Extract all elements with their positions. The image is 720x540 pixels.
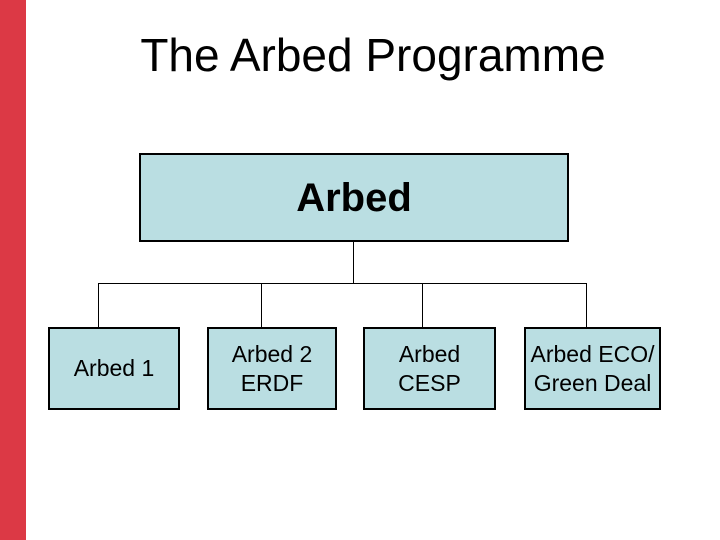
org-box-label-line: Arbed 2 [231, 340, 313, 367]
slide-title: The Arbed Programme [140, 29, 606, 81]
connector-drop-arbed-2 [261, 283, 262, 327]
connector-rail [98, 283, 587, 284]
org-box-label-line: Arbed ECO/ [530, 340, 655, 367]
connector-drop-arbed-1 [98, 283, 99, 327]
slide-accent-bar [0, 0, 26, 540]
org-box-root-label: Arbed [296, 175, 412, 220]
connector-drop-cesp [422, 283, 423, 327]
org-box-label-line: Green Deal [533, 369, 652, 396]
org-box-arbed-2-erdf: Arbed 2 ERDF [207, 327, 337, 410]
org-box-label-line: Arbed 1 [73, 355, 155, 381]
org-box-arbed-eco-green-deal: Arbed ECO/ Green Deal [524, 327, 661, 410]
org-box-label-line: ERDF [240, 369, 304, 396]
org-box-arbed-cesp: Arbed CESP [363, 327, 496, 410]
connector-trunk [353, 242, 354, 283]
org-box-label-line: CESP [398, 369, 461, 396]
org-box-arbed-1: Arbed 1 [48, 327, 180, 410]
connector-drop-eco [586, 283, 587, 327]
org-box-root: Arbed [139, 153, 569, 242]
org-box-label-line: Arbed [398, 340, 461, 367]
